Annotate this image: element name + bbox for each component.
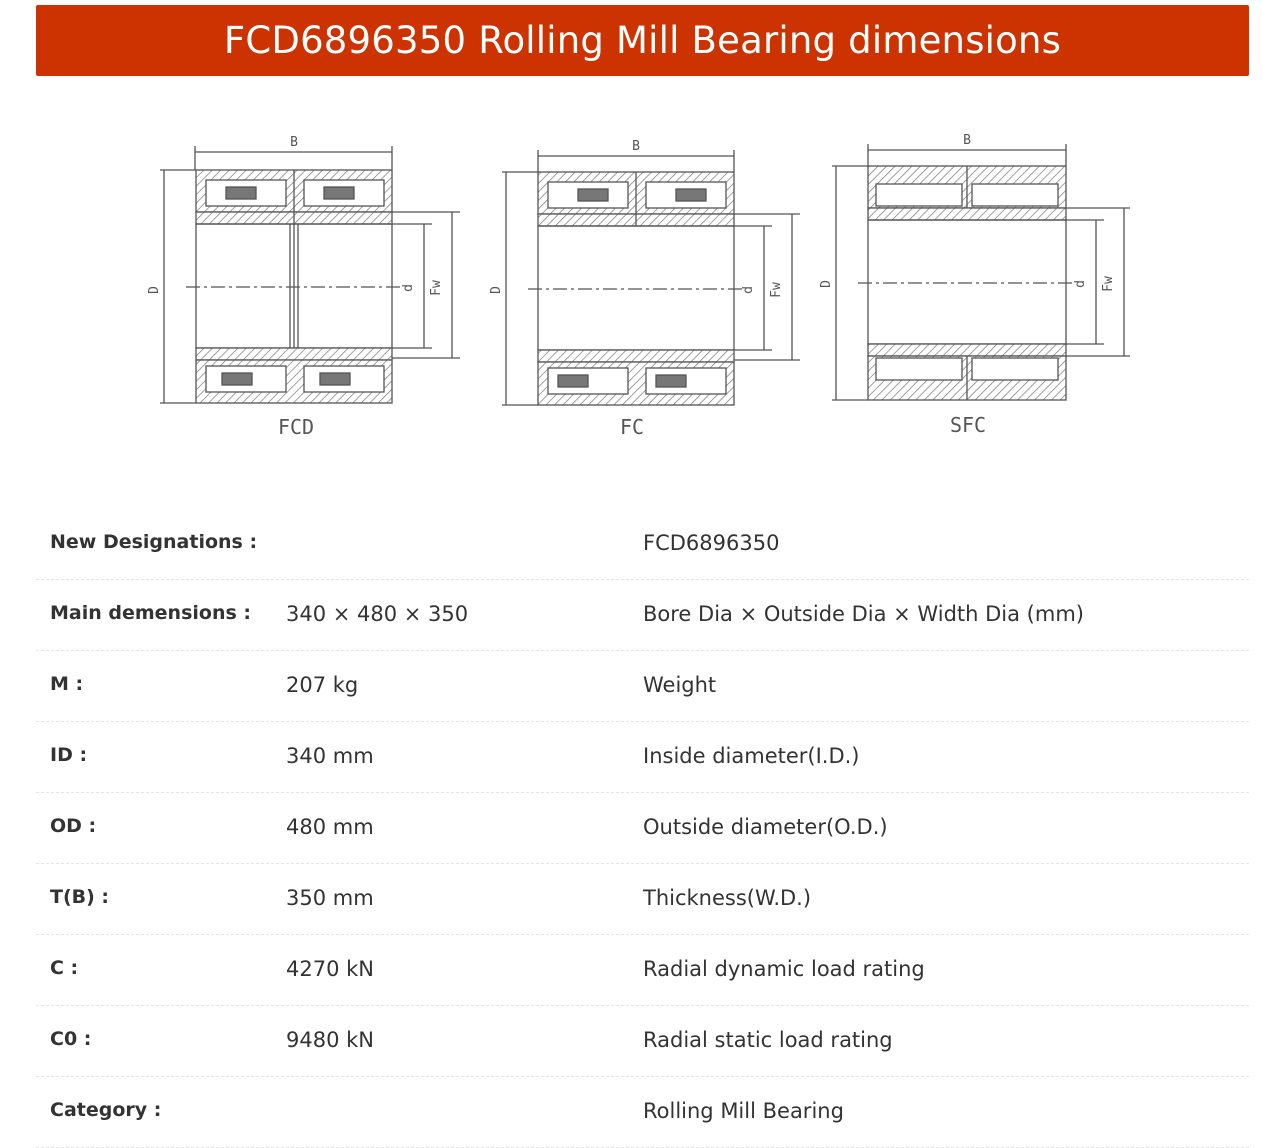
- label-fc: FC: [620, 415, 644, 439]
- page-header: FCD6896350 Rolling Mill Bearing dimensio…: [36, 5, 1249, 76]
- spec-description: Radial static load rating: [643, 1028, 893, 1052]
- spec-label: Main demensions :: [50, 602, 252, 624]
- label-d-inner: d: [741, 286, 756, 294]
- label-d-outer: D: [819, 280, 834, 288]
- spec-description: Outside diameter(O.D.): [643, 815, 888, 839]
- table-row: C : 4270 kN Radial dynamic load rating: [36, 935, 1249, 1006]
- table-row: Category : Rolling Mill Bearing: [36, 1077, 1249, 1148]
- spec-description: Thickness(W.D.): [643, 886, 812, 910]
- label-d-inner: d: [1073, 280, 1088, 288]
- label-b: B: [290, 135, 298, 150]
- spec-label: New Designations :: [50, 531, 258, 553]
- spec-value: 350 mm: [286, 886, 374, 910]
- label-fw: Fw: [769, 282, 784, 298]
- fc-drawing: B D d Fw FC: [489, 139, 800, 439]
- spec-description: Bore Dia × Outside Dia × Width Dia (mm): [643, 602, 1084, 626]
- table-row: Main demensions : 340 × 480 × 350 Bore D…: [36, 580, 1249, 651]
- spec-description: FCD6896350: [643, 531, 780, 555]
- spec-label: Category :: [50, 1099, 162, 1121]
- label-d-outer: D: [147, 286, 162, 294]
- table-row: OD : 480 mm Outside diameter(O.D.): [36, 793, 1249, 864]
- sfc-drawing: B D d Fw SFC: [819, 133, 1130, 437]
- label-b: B: [632, 139, 640, 154]
- spec-description: Weight: [643, 673, 717, 697]
- spec-label: OD :: [50, 815, 97, 837]
- spec-label: T(B) :: [50, 886, 110, 908]
- spec-value: 207 kg: [286, 673, 359, 697]
- table-row: ID : 340 mm Inside diameter(I.D.): [36, 722, 1249, 793]
- spec-description: Inside diameter(I.D.): [643, 744, 860, 768]
- spec-value: 340 × 480 × 350: [286, 602, 469, 626]
- label-fw: Fw: [429, 280, 444, 296]
- spec-value: 480 mm: [286, 815, 374, 839]
- spec-description: Radial dynamic load rating: [643, 957, 925, 981]
- table-row: M : 207 kg Weight: [36, 651, 1249, 722]
- spec-description: Rolling Mill Bearing: [643, 1099, 844, 1123]
- bearing-drawings: B D d Fw FCD B D: [147, 133, 1130, 439]
- label-fcd: FCD: [278, 415, 314, 439]
- spec-value: 340 mm: [286, 744, 374, 768]
- table-row: T(B) : 350 mm Thickness(W.D.): [36, 864, 1249, 935]
- spec-label: C :: [50, 957, 79, 979]
- table-row: C0 : 9480 kN Radial static load rating: [36, 1006, 1249, 1077]
- label-sfc: SFC: [950, 413, 986, 437]
- spec-label: C0 :: [50, 1028, 92, 1050]
- page-title: FCD6896350 Rolling Mill Bearing dimensio…: [223, 19, 1062, 62]
- label-b: B: [963, 133, 971, 148]
- label-d-inner: d: [401, 284, 416, 292]
- spec-label: M :: [50, 673, 84, 695]
- spec-value: 4270 kN: [286, 957, 374, 981]
- label-d-outer: D: [489, 286, 504, 294]
- specs-table: New Designations : FCD6896350 Main demen…: [36, 509, 1249, 1148]
- table-row: New Designations : FCD6896350: [36, 509, 1249, 580]
- label-fw: Fw: [1101, 276, 1116, 292]
- spec-value: 9480 kN: [286, 1028, 374, 1052]
- spec-label: ID :: [50, 744, 88, 766]
- fcd-drawing: B D d Fw FCD: [147, 135, 460, 439]
